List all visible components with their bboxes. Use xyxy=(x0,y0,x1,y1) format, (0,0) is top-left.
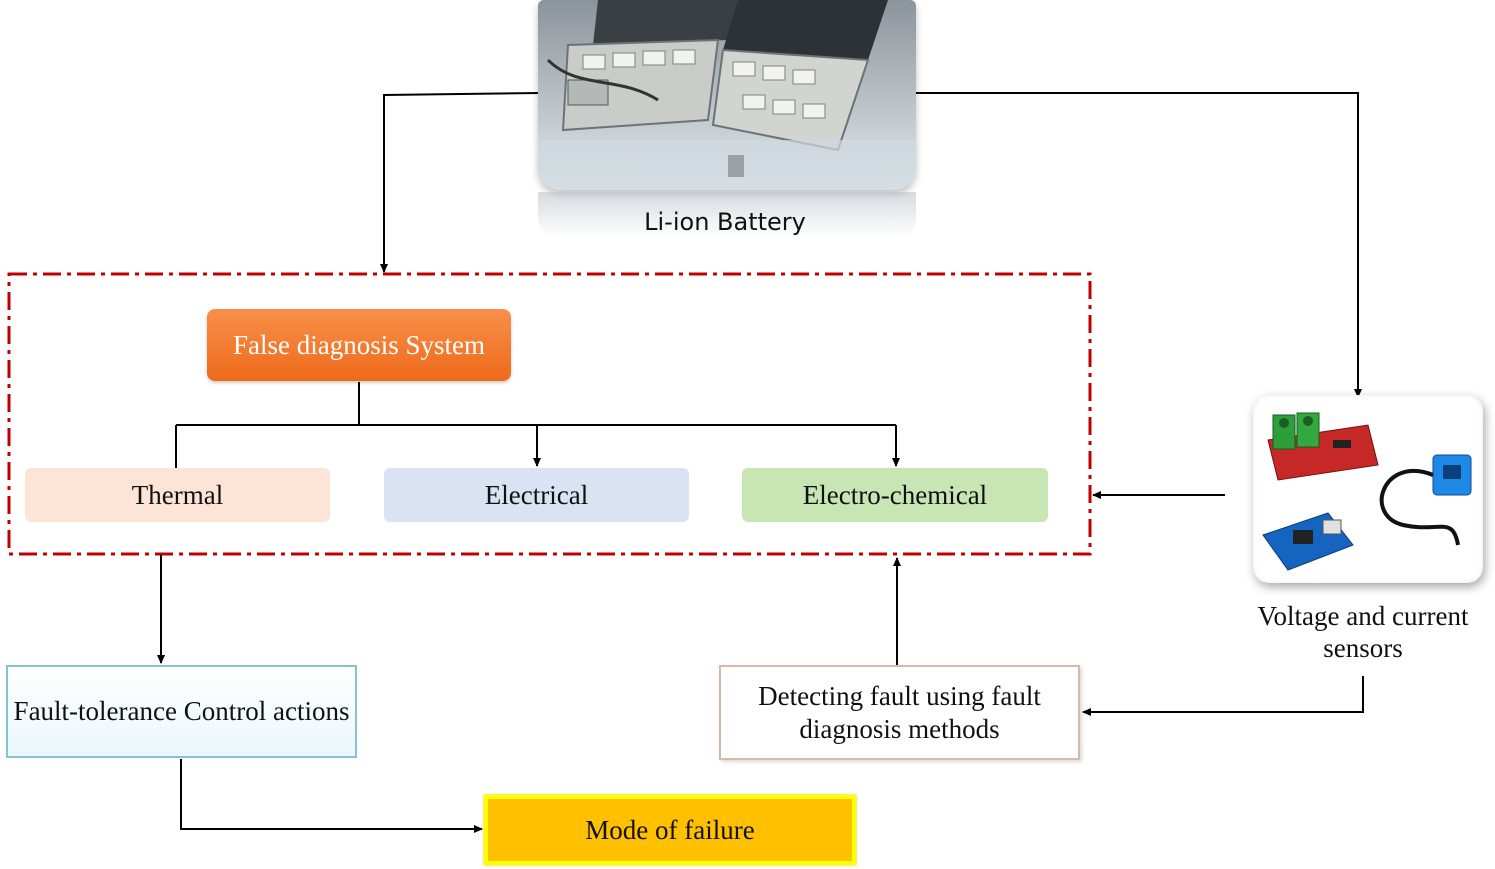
arrow-sensors-to-detecting xyxy=(1082,676,1364,716)
battery-caption: Li-ion Battery xyxy=(644,207,806,236)
arrow-battery-to-sensors xyxy=(916,92,1362,398)
fault-tolerance-control-box: Fault-tolerance Control actions xyxy=(6,665,357,758)
sensors-caption: Voltage and current sensors xyxy=(1257,600,1469,663)
battery-photo-reflection xyxy=(538,192,916,238)
arrow-fault-tolerance-to-mode xyxy=(180,759,483,833)
category-thermal: Thermal xyxy=(25,468,330,522)
sensor-modules-icon xyxy=(1262,412,1472,571)
sensor-modules-photo xyxy=(1253,395,1483,583)
false-diagnosis-system-box: False diagnosis System xyxy=(207,309,511,381)
mode-of-failure-box: Mode of failure xyxy=(484,795,856,865)
category-electrical: Electrical xyxy=(384,468,689,522)
category-electro-chemical: Electro-chemical xyxy=(742,468,1048,522)
battery-pack-icon xyxy=(538,0,916,190)
arrow-battery-to-system xyxy=(380,92,541,273)
battery-pack-photo xyxy=(538,0,916,190)
detecting-fault-box: Detecting fault using fault diagnosis me… xyxy=(719,665,1080,760)
